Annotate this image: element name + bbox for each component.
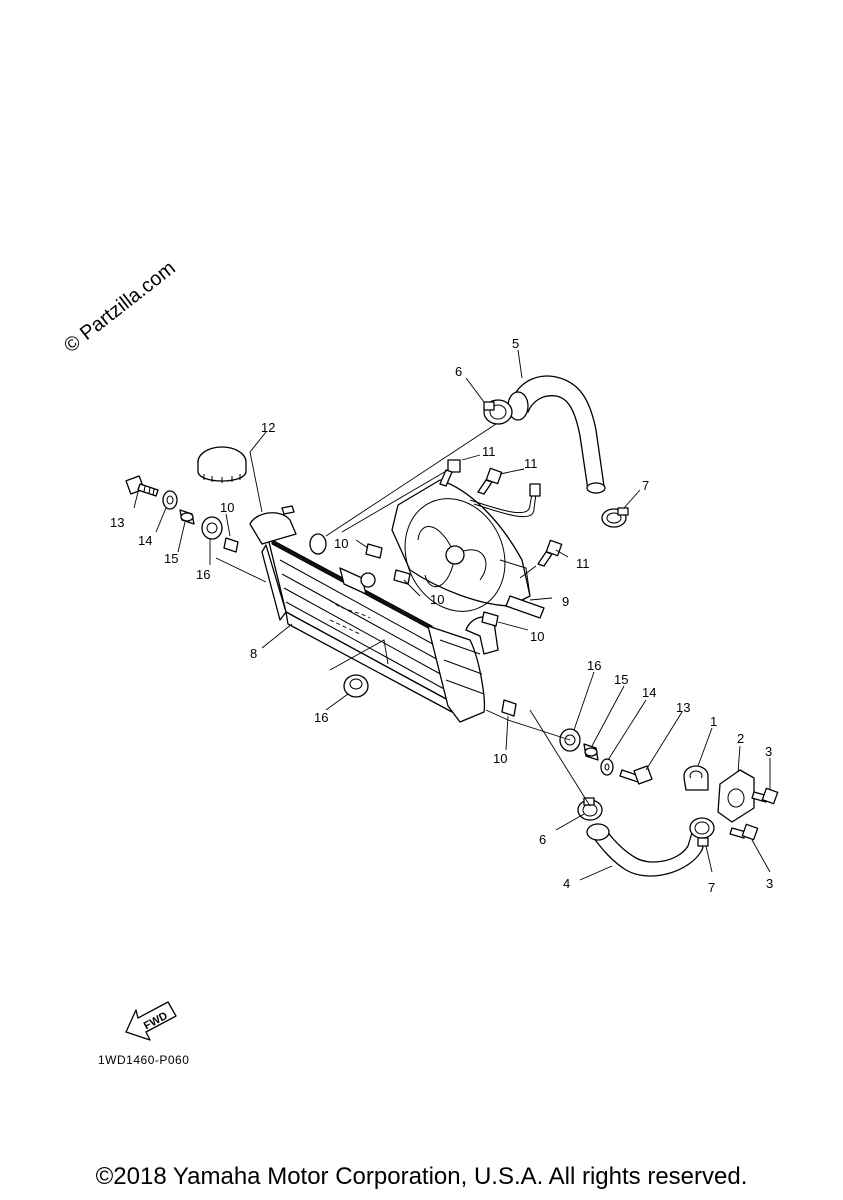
callout-10-lower: 10 xyxy=(493,751,507,766)
clip-10-left[interactable] xyxy=(223,537,239,553)
callout-9: 9 xyxy=(562,594,569,609)
callout-16-right: 16 xyxy=(587,658,601,673)
callout-13-left: 13 xyxy=(110,515,124,530)
fan-assembly[interactable] xyxy=(387,479,545,628)
cover-bolt-b[interactable] xyxy=(729,823,759,841)
callout-10-left: 10 xyxy=(220,500,234,515)
right-washer[interactable] xyxy=(600,758,614,776)
callout-15-right: 15 xyxy=(614,672,628,687)
callout-11-a: 11 xyxy=(482,444,496,459)
fan-wire xyxy=(469,483,541,518)
callout-2: 2 xyxy=(737,731,744,746)
left-grommet[interactable] xyxy=(201,516,223,540)
fwd-arrow: FWD xyxy=(125,1001,177,1041)
callout-7-lower: 7 xyxy=(708,880,715,895)
callout-5: 5 xyxy=(512,336,519,351)
callout-10-right: 10 xyxy=(530,629,544,644)
right-bolt[interactable] xyxy=(619,765,653,785)
callout-6-lower: 6 xyxy=(539,832,546,847)
callout-13-right: 13 xyxy=(676,700,690,715)
fan-bolt-11-a[interactable] xyxy=(439,459,461,487)
left-washer[interactable] xyxy=(162,490,178,510)
callout-12: 12 xyxy=(261,420,275,435)
left-bolt[interactable] xyxy=(125,475,159,497)
leader-lines xyxy=(133,349,771,881)
callout-6-upper: 6 xyxy=(455,364,462,379)
upper-hose-clamp-7[interactable] xyxy=(601,507,629,528)
clip-10-mid[interactable] xyxy=(393,569,411,585)
upper-hose[interactable] xyxy=(507,375,606,494)
radiator-cap[interactable] xyxy=(197,446,247,483)
upper-hose-clamp[interactable] xyxy=(483,399,513,425)
lower-hose-clamp-7[interactable] xyxy=(689,817,715,847)
fan-bolt-11-c[interactable] xyxy=(537,539,563,567)
callout-11-c: 11 xyxy=(576,556,590,571)
lower-grommet[interactable] xyxy=(343,674,369,698)
clip-10-upper[interactable] xyxy=(365,543,383,559)
callout-8: 8 xyxy=(250,646,257,661)
callout-15-left: 15 xyxy=(164,551,178,566)
callout-3-upper: 3 xyxy=(765,744,772,759)
callout-4: 4 xyxy=(563,876,570,891)
lower-hose-clamp-6[interactable] xyxy=(577,797,603,821)
callout-3-lower: 3 xyxy=(766,876,773,891)
right-collar[interactable] xyxy=(583,743,599,761)
copyright-notice: ©2018 Yamaha Motor Corporation, U.S.A. A… xyxy=(95,1163,748,1190)
cover-bolt-a[interactable] xyxy=(751,787,779,805)
callout-1: 1 xyxy=(710,714,717,729)
fan-bolt-11-b[interactable] xyxy=(477,467,503,495)
clip-10-right[interactable] xyxy=(481,611,499,627)
radiator[interactable] xyxy=(249,505,499,723)
callout-10-upper: 10 xyxy=(334,536,348,551)
callout-10-mid: 10 xyxy=(430,592,444,607)
callout-7-upper: 7 xyxy=(642,478,649,493)
callout-14-left: 14 xyxy=(138,533,152,548)
callout-11-b: 11 xyxy=(524,456,538,471)
callout-16-lower: 16 xyxy=(314,710,328,725)
lower-hose[interactable] xyxy=(586,823,709,877)
left-collar[interactable] xyxy=(179,509,195,525)
thermostat-cover[interactable] xyxy=(717,769,755,823)
callout-16-left: 16 xyxy=(196,567,210,582)
clip-10-lower[interactable] xyxy=(501,699,517,717)
callout-14-right: 14 xyxy=(642,685,656,700)
diagram-code: 1WD1460-P060 xyxy=(98,1053,190,1067)
callouts: 5 6 12 11 11 7 13 14 15 16 10 10 10 11 9… xyxy=(110,336,773,895)
thermostat[interactable] xyxy=(683,765,709,791)
